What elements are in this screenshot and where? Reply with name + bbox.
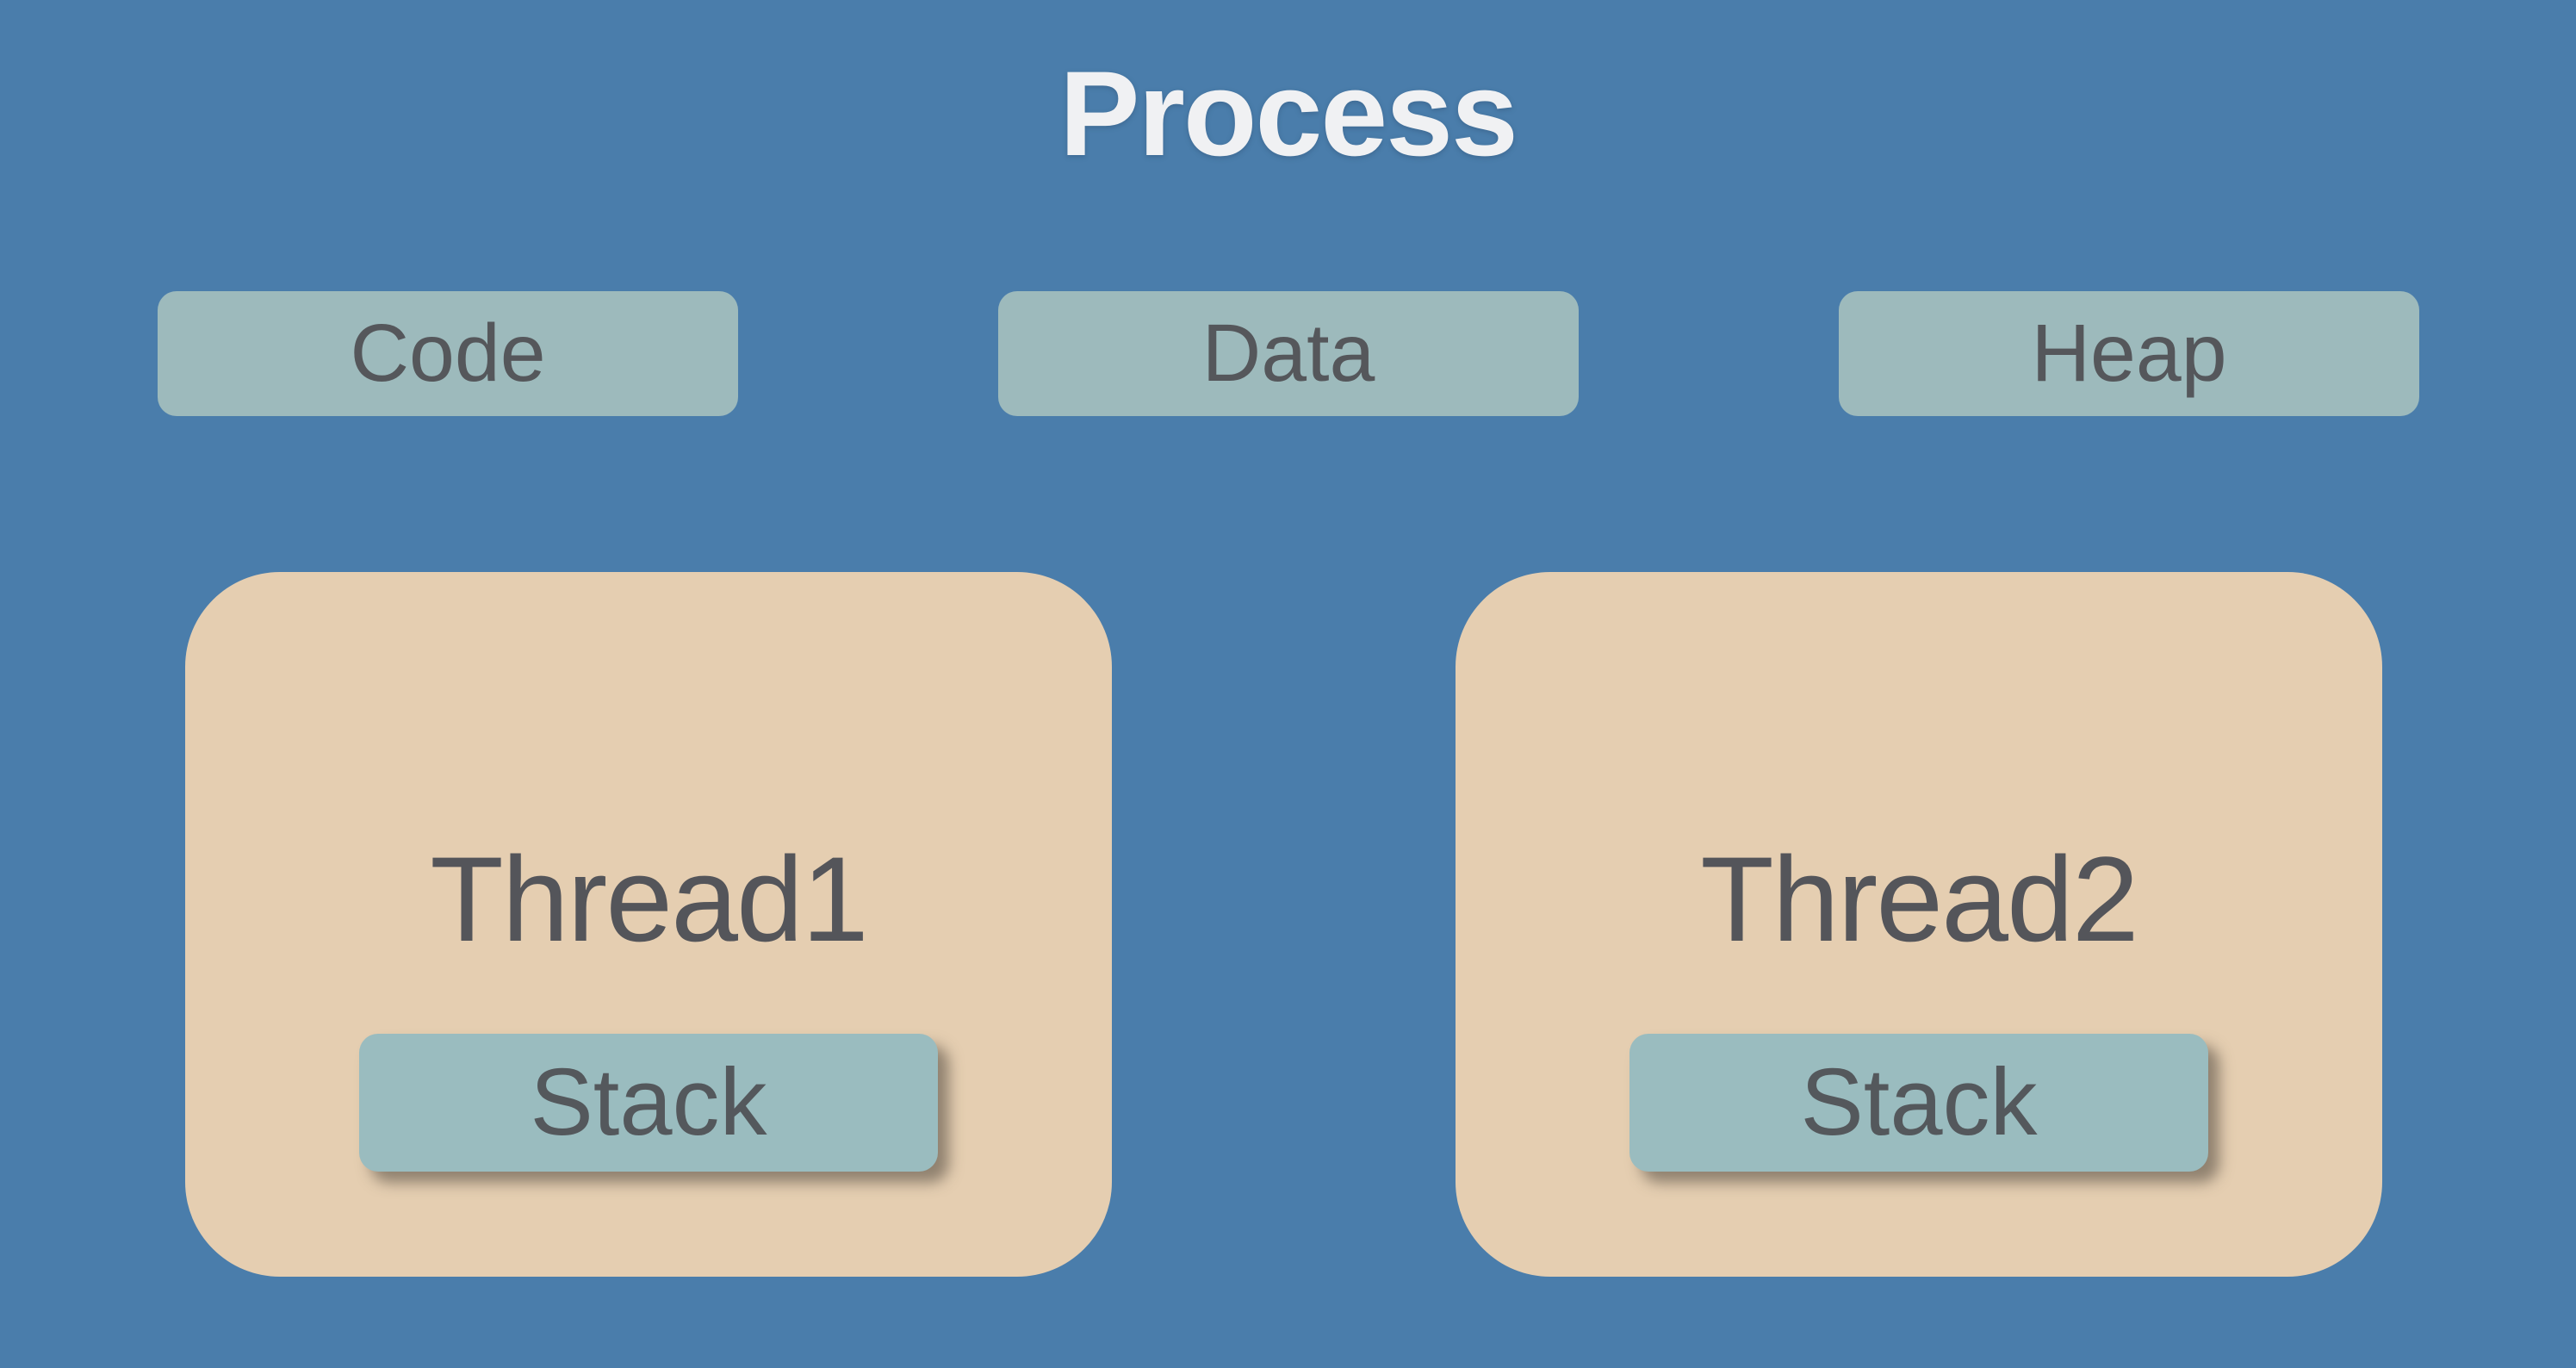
data-segment-box: Data [998, 291, 1579, 416]
thread2-stack-label: Stack [1800, 1049, 2038, 1155]
code-segment-box: Code [158, 291, 738, 416]
thread1-stack-box: Stack [359, 1034, 938, 1172]
thread1-box: Thread1 Stack [185, 572, 1112, 1277]
heap-segment-label: Heap [2031, 308, 2227, 399]
heap-segment-box: Heap [1839, 291, 2419, 416]
data-segment-label: Data [1201, 308, 1375, 399]
thread1-label: Thread1 [430, 831, 868, 967]
thread2-box: Thread2 Stack [1456, 572, 2382, 1277]
process-title: Process [1059, 46, 1518, 181]
thread2-label: Thread2 [1700, 831, 2138, 967]
thread2-stack-box: Stack [1629, 1034, 2208, 1172]
thread1-stack-label: Stack [530, 1049, 767, 1155]
code-segment-label: Code [350, 308, 546, 399]
